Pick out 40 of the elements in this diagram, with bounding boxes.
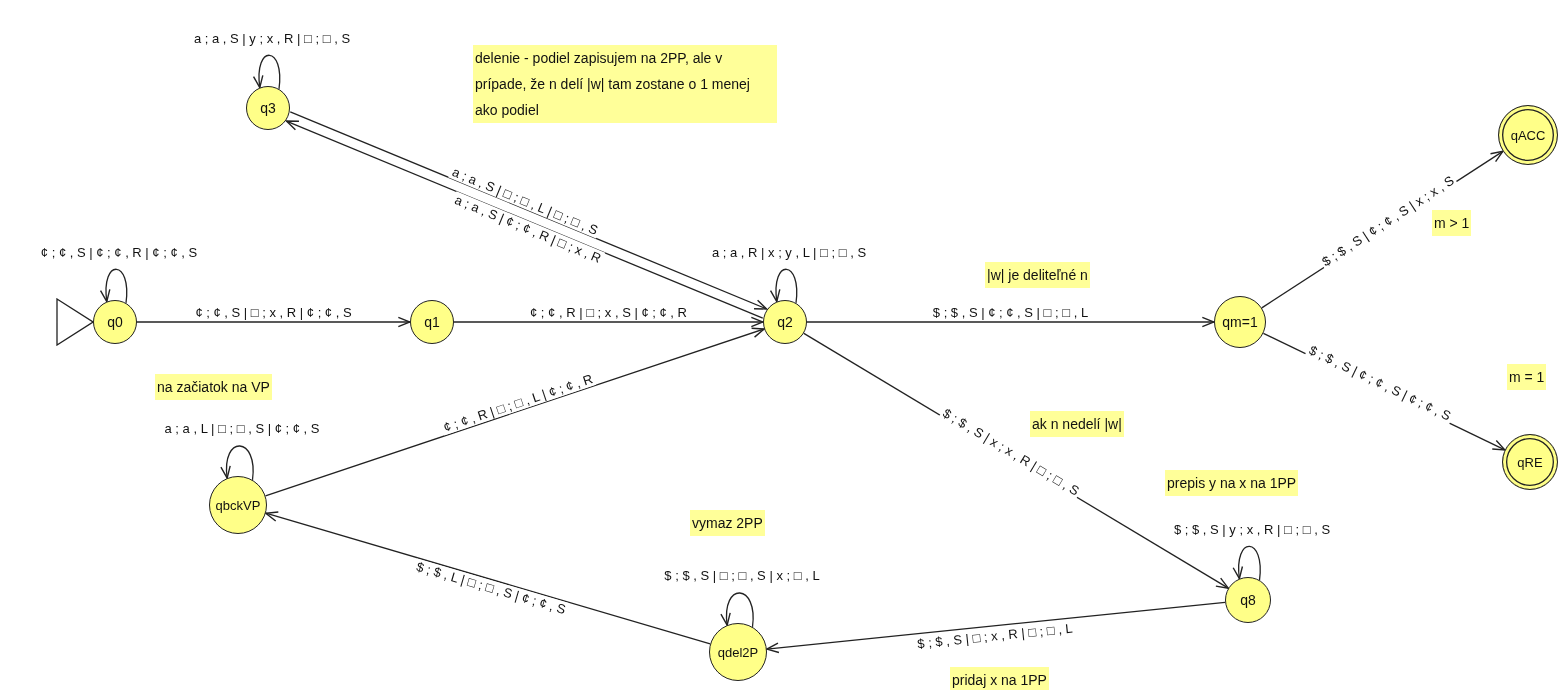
transition-arrow [766, 601, 1226, 654]
state-circle [1214, 296, 1266, 348]
self-loop-arrow [770, 268, 798, 304]
self-loop-arrow [253, 54, 281, 90]
note-text: delenie - podiel zapisujem na 2PP, ale v prípade, že n delí |w| tam zostane o 1 menej ako podiel [473, 45, 777, 123]
state-label: qACC [1510, 127, 1546, 143]
state-circle [93, 300, 137, 344]
note-text: vymaz 2PP [690, 510, 765, 536]
state-circle [1225, 577, 1271, 623]
note-text: |w| je deliteľné n [985, 262, 1090, 288]
state-label: q1 [424, 314, 440, 330]
self-loop-arrow [1233, 545, 1261, 581]
note-text: prepis y na x na 1PP [1165, 470, 1299, 496]
transition-arrow [265, 511, 711, 645]
note-text: ak n nedelí |w| [1030, 411, 1124, 437]
accept-state-circle [1498, 105, 1558, 165]
transition-arrow [453, 316, 764, 328]
note-text: m > 1 [1432, 210, 1472, 236]
state-label: qRE [1517, 454, 1543, 470]
state-label: q8 [1240, 592, 1256, 608]
note-text: m = 1 [1507, 364, 1547, 390]
state-circle [410, 300, 454, 344]
start-arrow [56, 298, 94, 346]
transition-arrow [264, 327, 765, 497]
transition-arrow [806, 316, 1215, 328]
self-loop-arrow [221, 445, 254, 481]
self-loop-arrow [100, 268, 128, 304]
state-label: q0 [107, 314, 123, 330]
note-text: pridaj x na 1PP [950, 667, 1049, 690]
state-label: qdel2P [717, 644, 759, 660]
note-text: na začiatok na VP [155, 374, 272, 400]
state-circle [246, 86, 290, 130]
state-label: qbckVP [215, 497, 261, 513]
state-label: q2 [777, 314, 793, 330]
transition-arrow [136, 316, 411, 328]
accept-state-circle [1502, 434, 1558, 490]
state-label: qm=1 [1222, 314, 1258, 330]
self-loop-arrow [721, 592, 754, 628]
state-label: q3 [260, 100, 276, 116]
state-circle [763, 300, 807, 344]
